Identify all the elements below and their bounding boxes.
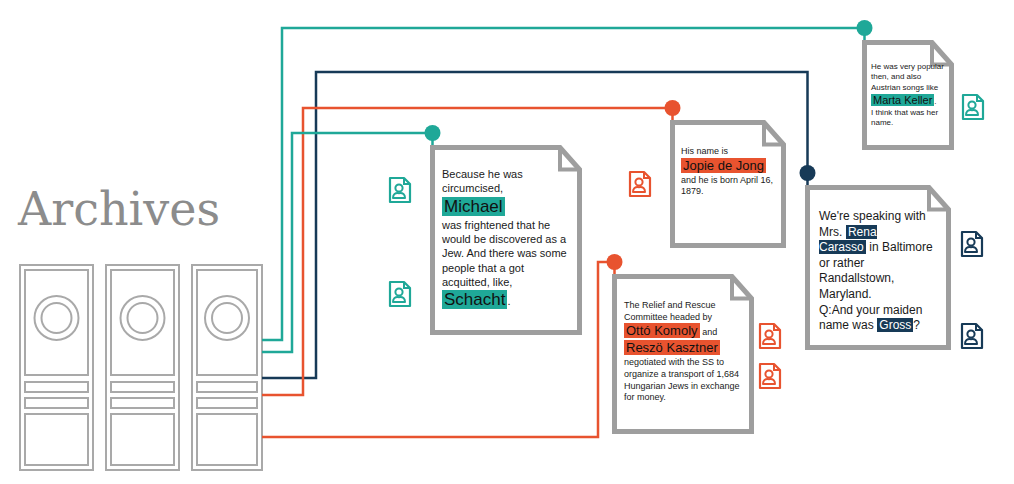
link-end-dot bbox=[857, 20, 873, 36]
person-doc-icon bbox=[760, 324, 780, 348]
highlighted-name: Gross bbox=[877, 318, 913, 332]
page-fold bbox=[732, 277, 752, 299]
page-fold bbox=[764, 123, 784, 145]
transcript-text: . bbox=[934, 97, 936, 106]
link-end-dot bbox=[425, 125, 441, 141]
archive-link bbox=[262, 108, 673, 395]
link-end-dot bbox=[800, 165, 816, 181]
page-border bbox=[433, 148, 580, 333]
link-end-dot bbox=[665, 100, 681, 116]
document-page: The Relief and Rescue Committee headed b… bbox=[612, 274, 754, 434]
server-rack bbox=[192, 265, 262, 470]
document-page: His name isJopie de Jongand he is born A… bbox=[670, 120, 786, 248]
document-page: Because he was circumcised,Michaelwas fr… bbox=[430, 145, 582, 335]
page-border bbox=[615, 277, 752, 432]
page-fold bbox=[932, 43, 952, 65]
highlighted-name: Marta Keller bbox=[871, 94, 934, 106]
server-racks bbox=[20, 265, 262, 470]
document-page: He was very popular then, and also Austr… bbox=[862, 40, 954, 150]
server-rack bbox=[106, 265, 179, 470]
highlighted-name: Michael bbox=[442, 197, 505, 216]
person-doc-icon bbox=[390, 178, 410, 202]
person-doc-icon bbox=[962, 232, 982, 256]
highlighted-name: Schacht bbox=[442, 290, 507, 309]
link-end-dot bbox=[607, 254, 623, 270]
highlighted-name: Reszö Kasztner bbox=[624, 340, 720, 355]
document-page: We're speaking with Mrs.Rena Carassoin B… bbox=[805, 185, 951, 350]
page-border bbox=[808, 188, 949, 348]
server-rack bbox=[20, 265, 93, 470]
person-doc-icon bbox=[963, 95, 983, 119]
page-border bbox=[673, 123, 784, 246]
highlighted-name: Jopie de Jong bbox=[681, 158, 766, 173]
person-doc-icon bbox=[760, 364, 780, 388]
person-doc-icon bbox=[630, 172, 650, 196]
transcript-text: His name is bbox=[681, 146, 728, 156]
section-heading: Archives bbox=[18, 184, 262, 235]
page-fold bbox=[929, 188, 949, 210]
person-doc-icon bbox=[962, 324, 982, 348]
page-border bbox=[865, 43, 952, 148]
transcript-text: . bbox=[507, 295, 510, 307]
person-doc-icon bbox=[390, 282, 410, 306]
highlighted-name: Ottó Komoly bbox=[624, 323, 700, 338]
archive-group: Archives bbox=[18, 184, 262, 472]
page-fold bbox=[560, 148, 580, 170]
transcript-text: ? bbox=[913, 318, 920, 332]
archive-link bbox=[262, 133, 433, 352]
transcript-text: and bbox=[702, 327, 717, 337]
archive-link bbox=[262, 28, 865, 340]
